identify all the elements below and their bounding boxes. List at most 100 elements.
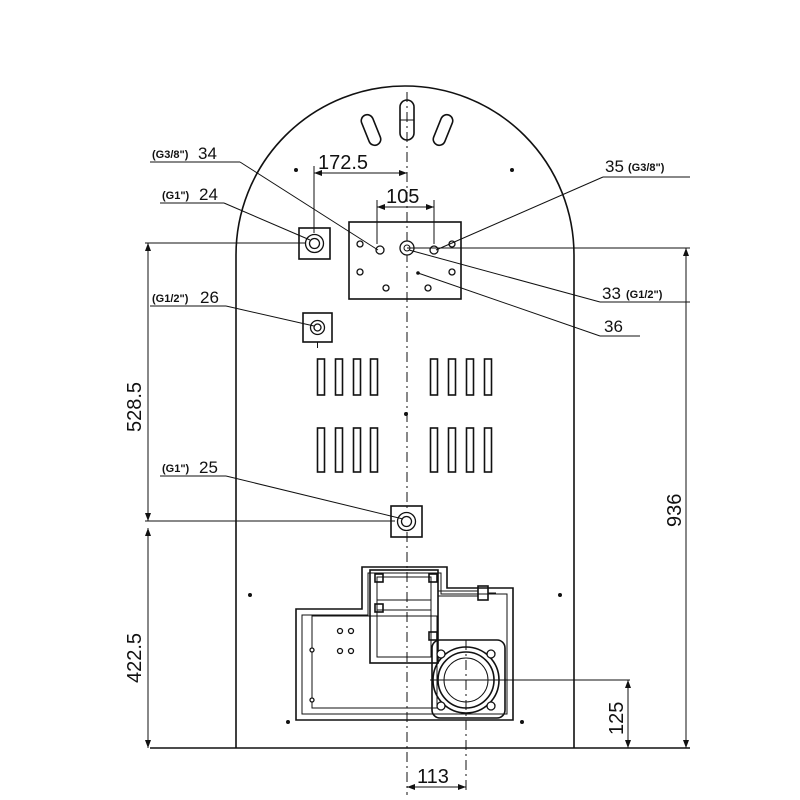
top-slot-right (432, 113, 454, 147)
callout-36-num: 36 (604, 317, 623, 336)
panel-hole (309, 647, 315, 653)
arrow (145, 740, 151, 748)
callout-24-num: 24 (199, 185, 218, 204)
leader-36 (417, 272, 601, 337)
vent-slot (465, 427, 475, 473)
arrow (145, 528, 151, 536)
port-24-inner (308, 237, 321, 250)
burner-bolt (436, 649, 446, 659)
vent-slot (369, 427, 379, 473)
burner-plate (431, 639, 506, 719)
screw-dot (404, 412, 408, 416)
screw-dot (294, 168, 298, 172)
screw-dot (510, 168, 514, 172)
upper-box (369, 569, 439, 664)
arrow (377, 204, 385, 210)
flange-hole (448, 268, 456, 276)
callout-34-num: 34 (198, 144, 217, 163)
vent-slot (316, 358, 326, 396)
callout-25-code: (G1") (162, 463, 190, 475)
callout-25-num: 25 (199, 458, 218, 477)
callout-26-code: (G1/2") (152, 293, 189, 305)
vent-slot (483, 427, 493, 473)
leader-25 (225, 475, 404, 520)
dim-5285-label: 528.5 (124, 382, 146, 432)
arrow (625, 680, 631, 688)
vent-slot (369, 358, 379, 396)
callout-24-code: (G1") (162, 190, 190, 202)
leader-26 (225, 305, 315, 327)
callout-35-num: 35 (605, 157, 624, 176)
dim-105-label: 105 (386, 186, 419, 208)
vent-slot (447, 358, 457, 396)
box-clip (374, 603, 384, 613)
leader-34 (239, 161, 379, 251)
vent-slot (316, 427, 326, 473)
screw-dot (520, 720, 524, 724)
flange-hole (424, 284, 432, 292)
flange-hole (382, 284, 390, 292)
callout-33-num: 33 (602, 284, 621, 303)
dim-172-label: 172.5 (318, 152, 368, 174)
dim-113-label: 113 (417, 766, 449, 788)
bottom-housing (295, 566, 514, 721)
arrow (458, 784, 466, 790)
vent-slot (429, 427, 439, 473)
top-slot-left (360, 113, 382, 147)
box-clip (428, 573, 438, 583)
screw-dot (248, 593, 252, 597)
arrow (314, 170, 322, 176)
arrow (145, 243, 151, 251)
callout-26-num: 26 (200, 288, 219, 307)
panel-hole (309, 697, 315, 703)
flange-plate (348, 221, 462, 300)
vent-slot (465, 358, 475, 396)
port-26-inner (313, 323, 322, 332)
leader-24 (223, 202, 311, 241)
burner-bolt (486, 701, 496, 711)
body-outline (235, 85, 575, 748)
leader-33 (408, 249, 601, 303)
inner-panel (311, 615, 438, 709)
arrow (399, 170, 407, 176)
panel-hole (336, 627, 344, 635)
screw-dot (286, 720, 290, 724)
arrow (145, 513, 151, 521)
callout-35-code: (G3/8") (628, 162, 665, 174)
arrow (426, 204, 434, 210)
box-clip (374, 573, 384, 583)
vent-slot (334, 358, 344, 396)
vent-slot (447, 427, 457, 473)
bottom-housing-inner (301, 572, 508, 715)
arrow (407, 784, 415, 790)
dim-4225-label: 422.5 (124, 633, 146, 683)
burner-bolt (486, 649, 496, 659)
vent-slot (334, 427, 344, 473)
flange-hole (356, 240, 364, 248)
dim-936-label: 936 (664, 494, 686, 527)
screw-dot (558, 593, 562, 597)
vent-slot (429, 358, 439, 396)
panel-hole (347, 627, 355, 635)
vent-slots (316, 358, 493, 473)
vent-slot (352, 358, 362, 396)
callout-34-code: (G3/8") (152, 149, 189, 161)
panel-hole (347, 647, 355, 655)
flange-hole (356, 268, 364, 276)
arrow (625, 740, 631, 748)
flange-hole (375, 245, 385, 255)
dim-125-label: 125 (606, 702, 628, 735)
arrow (683, 248, 689, 256)
vent-slot (483, 358, 493, 396)
port-25-inner (400, 515, 413, 528)
leader-35 (435, 176, 604, 251)
arrow (683, 740, 689, 748)
burner-bolt (436, 701, 446, 711)
callout-33-code: (G1/2") (626, 289, 663, 301)
upper-box-inner (376, 576, 432, 658)
box-clip (428, 631, 438, 641)
panel-hole (336, 647, 344, 655)
vent-slot (352, 427, 362, 473)
